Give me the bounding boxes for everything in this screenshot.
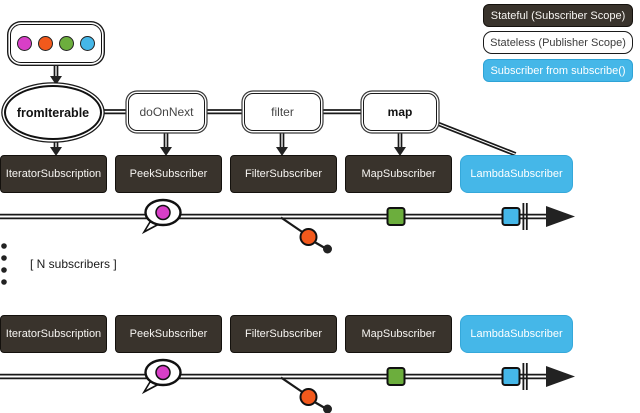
timeline-arrowhead-icon — [546, 366, 575, 387]
orange-value-icon — [38, 36, 53, 51]
timeline-arrowhead-icon — [546, 206, 575, 227]
operator-fromiterable: fromIterable — [4, 85, 102, 140]
arrow-map-mapsubscriber — [394, 131, 406, 156]
operator-map: map — [363, 93, 437, 131]
node-iterator-subscription-2: IteratorSubscription — [0, 315, 107, 353]
node-filter-subscriber-2: FilterSubscriber — [230, 315, 337, 353]
arrow-doonnext-peeksubscriber — [160, 131, 172, 156]
discarded-orange-value-icon — [280, 376, 332, 413]
down-arrow-icon — [50, 65, 62, 85]
legend-stateless: Stateless (Publisher Scope) — [483, 31, 633, 54]
green-value-icon — [59, 36, 74, 51]
arrow-filter-filtersubscriber — [276, 131, 288, 156]
peek-bubble-icon — [141, 198, 182, 235]
complete-marker-icon — [522, 203, 528, 230]
green-value-icon — [386, 207, 406, 226]
arrow-fromiterable-iteratorsubscription — [50, 140, 62, 156]
blue-value-icon — [80, 36, 95, 51]
node-lambda-subscriber-2: LambdaSubscriber — [460, 315, 573, 353]
connector-doonnext-filter — [205, 109, 245, 115]
node-map-subscriber-2: MapSubscriber — [345, 315, 452, 353]
node-peek-subscriber-1: PeekSubscriber — [115, 155, 222, 193]
peek-bubble-icon — [141, 358, 182, 395]
discarded-orange-value-icon — [280, 216, 332, 254]
node-lambda-subscriber-1: LambdaSubscriber — [460, 155, 573, 193]
legend-subscriber: Subscriber from subscribe() — [483, 59, 633, 82]
ellipsis-dots-icon — [1, 243, 7, 285]
complete-marker-icon — [522, 363, 528, 390]
marble-timeline-1 — [0, 198, 575, 254]
node-peek-subscriber-2: PeekSubscriber — [115, 315, 222, 353]
legend-stateful: Stateful (Subscriber Scope) — [483, 4, 633, 27]
node-iterator-subscription-1: IteratorSubscription — [0, 155, 107, 193]
connector-fromiterable-doonnext — [102, 109, 129, 115]
node-filter-subscriber-1: FilterSubscriber — [230, 155, 337, 193]
operator-filter: filter — [244, 93, 321, 131]
connector-map-lambdasubscriber — [435, 120, 518, 158]
n-subscribers-label: [ N subscribers ] — [30, 257, 117, 271]
blue-value-icon — [501, 367, 521, 386]
source-values-box — [10, 24, 102, 63]
marble-timeline-2 — [0, 358, 575, 413]
connector-filter-map — [321, 109, 364, 115]
green-value-icon — [386, 367, 406, 386]
node-map-subscriber-1: MapSubscriber — [345, 155, 452, 193]
blue-value-icon — [501, 207, 521, 226]
magenta-value-icon — [17, 36, 32, 51]
operator-doonnext: doOnNext — [128, 93, 205, 131]
